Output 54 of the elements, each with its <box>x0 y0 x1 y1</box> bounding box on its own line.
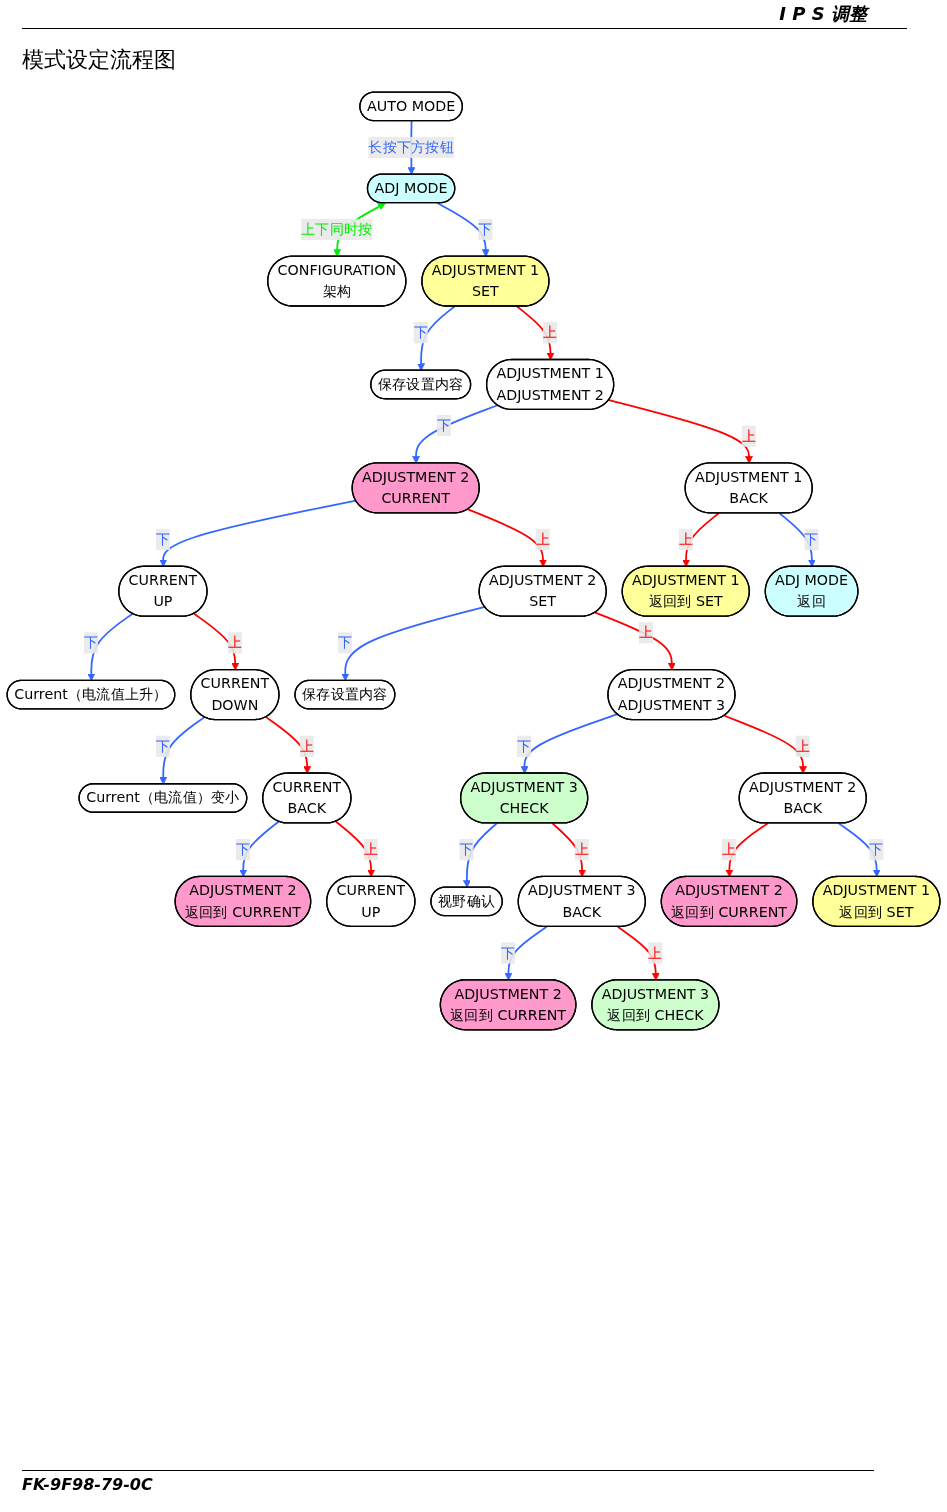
arrow <box>723 714 807 774</box>
arrow <box>159 499 357 568</box>
edge-label: 上 <box>795 737 810 755</box>
arrow <box>193 612 240 671</box>
edge-label: 下 <box>337 634 353 651</box>
arrow <box>417 305 456 371</box>
edge-label: 下 <box>413 323 428 341</box>
arrow <box>616 925 660 981</box>
arrow <box>463 822 498 888</box>
arrow <box>341 606 486 682</box>
edge-label: 上 <box>648 944 663 962</box>
arrow <box>682 512 720 568</box>
diagram-title: 模式设定流程图 <box>22 46 177 74</box>
arrow <box>837 822 881 878</box>
arrow <box>159 716 206 785</box>
arrow <box>778 512 816 568</box>
arrow <box>239 820 280 878</box>
edge-label: 上 <box>741 427 756 445</box>
edge-label: 上 <box>227 634 243 651</box>
edge-label: 下 <box>83 634 99 651</box>
edge-label: 上 <box>721 840 737 858</box>
arrow <box>608 399 753 464</box>
arrow <box>87 612 134 682</box>
edge-label: 下 <box>869 840 884 858</box>
edge-label: 上 <box>299 737 314 755</box>
arrow <box>265 716 312 774</box>
arrow <box>516 305 555 361</box>
edge-label: 上 <box>535 530 550 548</box>
arrow <box>520 713 619 774</box>
edge-label: 下 <box>500 944 516 962</box>
edge-label: 下 <box>517 737 532 755</box>
edge-label: 下 <box>459 840 474 858</box>
arrow <box>335 820 376 878</box>
arrow <box>412 404 499 464</box>
edge-label: 上下同时按 <box>301 220 373 238</box>
edge-label: 上 <box>638 623 654 641</box>
edge-label: 上 <box>543 323 558 341</box>
edge-label: 上 <box>678 530 693 548</box>
edge-label: 长按下方按钮 <box>368 138 454 156</box>
edge-label: 下 <box>235 840 251 858</box>
arrow <box>436 202 490 257</box>
arrow <box>725 822 769 878</box>
arrow <box>594 611 676 671</box>
arrow <box>551 822 586 878</box>
arrow <box>467 508 547 568</box>
page-label: FK-9F98-79-0C <box>22 1475 153 1494</box>
edge-label: 下 <box>155 530 171 548</box>
edge-label: 下 <box>155 737 171 755</box>
edge-label: 下 <box>478 220 493 238</box>
edge-label: 下 <box>436 416 452 434</box>
edge-label: 上 <box>574 840 589 858</box>
arrow <box>504 925 548 981</box>
edge-label: 下 <box>804 530 819 548</box>
edge-label: 上 <box>363 840 378 858</box>
